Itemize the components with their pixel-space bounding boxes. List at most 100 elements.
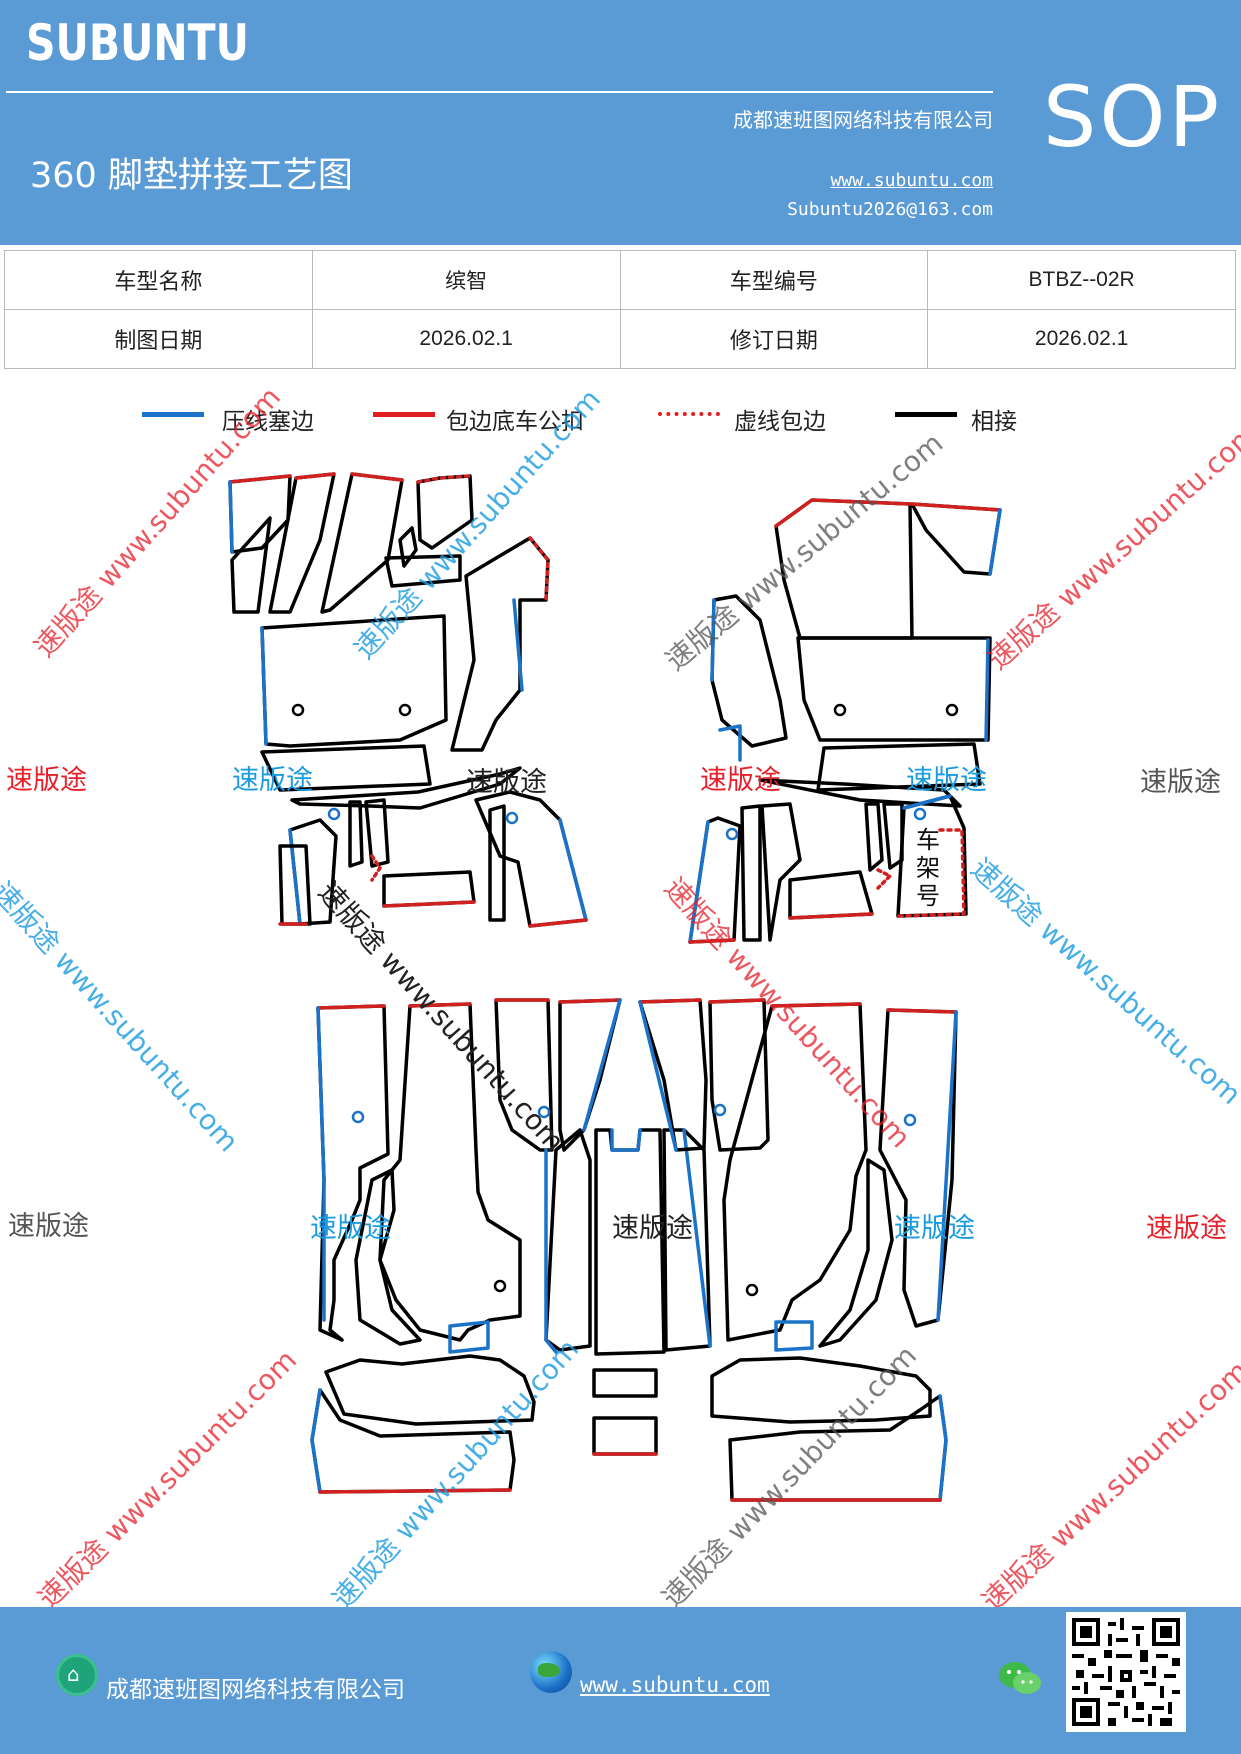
frame-number-label: 车架号: [916, 826, 940, 910]
mat-piece: [544, 1128, 592, 1352]
mat-piece: [774, 1320, 814, 1352]
table-cell: BTBZ--02R: [927, 250, 1236, 310]
watermark-stamp: 速版途: [1146, 1213, 1227, 1244]
mat-piece: [260, 614, 448, 748]
legend-label: 包边底车公扣: [446, 409, 584, 435]
mat-piece: [710, 594, 788, 748]
legend: 压线塞边 包边底车公扣 虚线包边 相接: [0, 400, 1241, 440]
mat-piece: [290, 766, 522, 810]
legend-swatch: [658, 412, 720, 416]
mat-piece: [592, 1368, 658, 1398]
mat-piece: [354, 1168, 422, 1346]
mat-piece: [294, 472, 336, 480]
mat-piece: [818, 1158, 894, 1348]
header-email: Subuntu2026@163.com: [787, 199, 993, 220]
table-cell: 制图日期: [4, 309, 313, 369]
mat-piece: [230, 516, 272, 614]
watermark-stamp: 速版途: [310, 1213, 391, 1244]
mat-piece: [718, 724, 742, 762]
watermark-stamp: 速版途: [1140, 767, 1221, 798]
mat-piece: [384, 554, 462, 588]
table-cell: 2026.02.1: [311, 309, 621, 369]
mat-piece: [268, 472, 336, 614]
mat-piece: [710, 1356, 932, 1424]
watermark-stamp: 速版途: [906, 765, 987, 796]
mat-piece: [688, 816, 742, 944]
header: SUBUNTU 成都速班图网络科技有限公司 360 脚垫拼接工艺图 www.su…: [0, 0, 1241, 245]
mat-piece: [876, 868, 892, 890]
mat-piece: [364, 798, 390, 868]
mat-piece: [448, 1320, 490, 1354]
mat-piece: [896, 794, 968, 918]
home-icon: ⌂: [56, 1654, 98, 1696]
legend-label: 虚线包边: [734, 409, 826, 435]
mat-piece: [708, 998, 770, 1152]
sop-label: SOP: [1043, 68, 1223, 166]
mat-piece: [316, 1004, 390, 1342]
mat-piece: [592, 1416, 658, 1456]
info-table: 车型名称 缤智 车型编号 BTBZ--02R 制图日期 2026.02.1 修订…: [4, 250, 1236, 369]
legend-label: 压线塞边: [222, 409, 314, 435]
watermark-stamp: 速版途: [232, 765, 313, 796]
header-divider: [6, 91, 993, 93]
globe-icon: [530, 1651, 572, 1693]
mat-piece: [348, 800, 364, 868]
table-cell: 车型编号: [619, 250, 929, 310]
mat-piece: [474, 790, 588, 928]
mat-piece: [350, 472, 404, 482]
mat-piece: [740, 804, 762, 942]
mat-piece: [488, 804, 506, 922]
brand-logo: SUBUNTU: [26, 14, 249, 72]
mat-piece: [544, 1148, 558, 1354]
mat-piece: [662, 1128, 712, 1352]
table-row: 制图日期 2026.02.1 修订日期 2026.02.1: [4, 309, 1236, 369]
mat-piece: [370, 854, 382, 882]
watermark-stamp: 速版途: [466, 767, 547, 798]
mat-piece: [382, 870, 476, 908]
mat-piece: [882, 802, 904, 870]
mat-piece: [760, 802, 802, 942]
mat-piece: [310, 1388, 516, 1494]
mat-piece: [324, 1354, 536, 1426]
watermark-stamp: 速版途: [8, 1211, 89, 1242]
mat-piece: [278, 844, 312, 926]
table-cell: 修订日期: [619, 309, 929, 369]
mat-piece: [398, 526, 418, 568]
mat-piece: [910, 502, 1002, 576]
footer-url-link[interactable]: www.subuntu.com: [580, 1673, 770, 1697]
mat-piece: [728, 1394, 948, 1502]
mat-piece: [558, 998, 622, 1152]
table-cell: 车型名称: [4, 250, 313, 310]
watermark-stamp: 速版途: [894, 1213, 975, 1244]
legend-swatch: [142, 412, 204, 417]
footer-company: 成都速班图网络科技有限公司: [106, 1677, 405, 1703]
page-title: 360 脚垫拼接工艺图: [30, 156, 353, 196]
watermark-stamp: 速版途: [700, 765, 781, 796]
watermark-stamp: 速版途: [612, 1213, 693, 1244]
table-row: 车型名称 缤智 车型编号 BTBZ--02R: [4, 250, 1236, 310]
mat-piece: [788, 870, 874, 920]
header-url-link[interactable]: www.subuntu.com: [830, 170, 993, 191]
mat-piece: [638, 998, 708, 1152]
mat-piece: [494, 998, 554, 1152]
mat-piece: [796, 636, 992, 742]
mat-piece: [228, 474, 292, 554]
mat-piece: [260, 744, 432, 792]
header-company: 成都速班图网络科技有限公司: [733, 108, 993, 132]
table-cell: 2026.02.1: [927, 309, 1236, 369]
legend-swatch: [895, 412, 957, 417]
mat-piece: [450, 536, 550, 752]
mat-piece: [416, 474, 472, 484]
mat-piece: [864, 802, 884, 872]
watermark-stamp: 速版途: [6, 765, 87, 796]
mat-piece: [722, 1002, 868, 1342]
mat-piece: [594, 1128, 666, 1356]
legend-swatch: [373, 412, 435, 417]
wechat-icon[interactable]: [997, 1659, 1043, 1699]
floor-mat-diagram: [228, 472, 1002, 1502]
qr-code: [1066, 1612, 1186, 1732]
mat-piece: [816, 742, 982, 792]
legend-label: 相接: [971, 409, 1017, 435]
mat-piece: [878, 1008, 958, 1328]
mat-piece: [378, 1002, 522, 1342]
